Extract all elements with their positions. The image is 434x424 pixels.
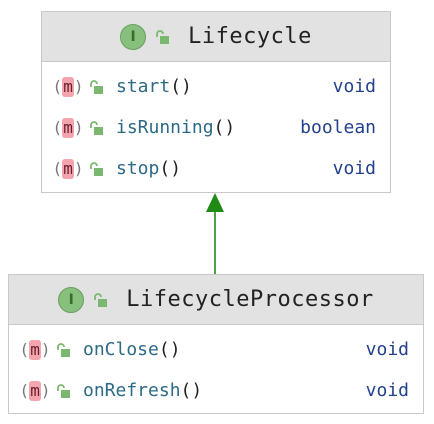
method-params: () [158, 339, 181, 360]
class-header: I Lifecycle [42, 12, 390, 62]
lock-icon [55, 342, 71, 358]
return-type: void [332, 76, 376, 97]
member-row-start[interactable]: (m) start() void [42, 66, 390, 107]
member-list: (m) start() void (m) isRunning() boolean [42, 62, 390, 193]
member-row-isrunning[interactable]: (m) isRunning() boolean [42, 107, 390, 148]
member-row-onclose[interactable]: (m) onClose() void [9, 329, 423, 370]
method-params: () [180, 380, 203, 401]
method-icon: (m) [52, 117, 84, 138]
lock-icon [92, 292, 108, 308]
lock-icon [88, 79, 104, 95]
interface-icon: I [58, 286, 85, 313]
method-icon: (m) [52, 158, 84, 179]
method-params: () [213, 117, 236, 138]
member-row-onrefresh[interactable]: (m) onRefresh() void [9, 370, 423, 411]
method-params: () [170, 76, 192, 97]
member-row-stop[interactable]: (m) stop() void [42, 148, 390, 189]
interface-icon: I [120, 23, 147, 50]
return-type: void [332, 158, 376, 179]
lock-icon [154, 29, 170, 45]
return-type: void [365, 339, 409, 360]
method-name: start [116, 76, 171, 97]
return-type: void [365, 380, 409, 401]
method-name: stop [116, 158, 160, 179]
class-name: Lifecycle [188, 24, 312, 49]
method-icon: (m) [19, 380, 51, 401]
method-name: onRefresh [83, 380, 181, 401]
lock-icon [55, 383, 71, 399]
lock-icon [88, 161, 104, 177]
lock-icon [88, 120, 104, 136]
class-box-lifecycle-processor[interactable]: I LifecycleProcessor (m) onClose() void … [8, 274, 424, 414]
class-name: LifecycleProcessor [126, 287, 374, 312]
arrow-head [206, 193, 224, 212]
method-params: () [159, 158, 182, 179]
method-icon: (m) [19, 339, 51, 360]
return-type: boolean [300, 117, 376, 138]
class-box-lifecycle[interactable]: I Lifecycle (m) start() void (m) [41, 11, 391, 193]
member-list: (m) onClose() void (m) onRefresh() void [9, 325, 423, 415]
method-name: onClose [83, 339, 159, 360]
class-header: I LifecycleProcessor [9, 275, 423, 325]
method-name: isRunning [116, 117, 214, 138]
method-icon: (m) [52, 76, 84, 97]
